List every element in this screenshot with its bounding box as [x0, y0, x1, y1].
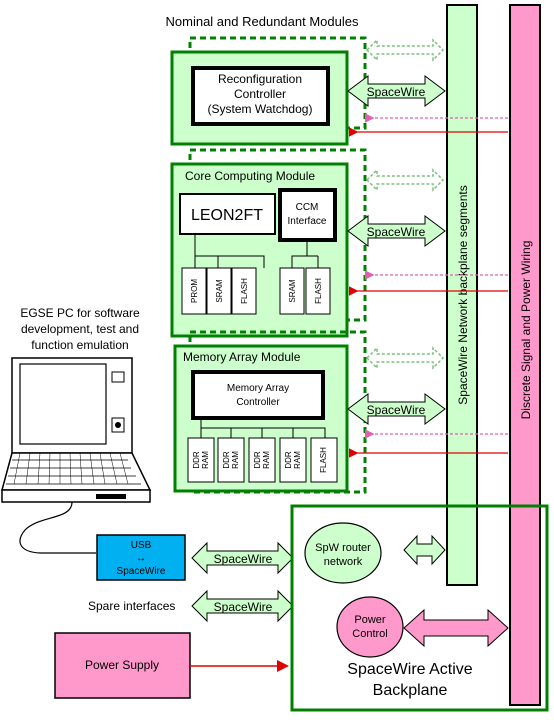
svg-text:SRAM: SRAM	[288, 279, 297, 302]
spacewire-link-core: SpaceWire	[347, 215, 446, 247]
memory-array-bus	[200, 418, 326, 438]
router-line-2: network	[324, 556, 363, 568]
core-memory-chip: SRAM	[206, 267, 232, 315]
memory-array-chip: DDR RAM	[279, 437, 307, 483]
memory-array-chip: DDR RAM	[217, 437, 245, 483]
core-right-memory-bus	[291, 240, 308, 268]
memory-array-chip: FLASH	[310, 437, 338, 483]
egse-line-1: EGSE PC for software	[20, 306, 140, 320]
core-left-memory-bus	[194, 234, 265, 268]
spacewire-bus	[446, 4, 478, 586]
router-bus-link	[403, 534, 446, 566]
laptop-icon	[1, 357, 152, 503]
reconfig-line-3: (System Watchdog)	[208, 102, 313, 116]
svg-text:RAM: RAM	[201, 451, 210, 469]
svg-text:SpaceWire: SpaceWire	[367, 403, 426, 417]
spacewire-active-backplane	[290, 504, 549, 712]
discrete-wiring-bus	[509, 4, 541, 706]
usb-spacewire-converter	[96, 534, 186, 581]
spacewire-bus-label: SpaceWire Network backplane segments	[456, 185, 470, 404]
cpu-label: LEON2FT	[191, 207, 263, 224]
egse-line-2: development, test and	[21, 322, 139, 336]
svg-text:SpaceWire: SpaceWire	[367, 225, 426, 239]
svg-text:SRAM: SRAM	[215, 279, 224, 302]
spacewire-link-usb: SpaceWire	[191, 541, 294, 575]
discrete-wiring-label: Discrete Signal and Power Wiring	[519, 241, 533, 420]
power-control	[336, 596, 404, 658]
svg-text:FLASH: FLASH	[319, 447, 328, 473]
router-line-1: SpW router	[315, 542, 371, 554]
diagram-title: Nominal and Redundant Modules	[166, 14, 359, 29]
power-supply-label: Power Supply	[85, 658, 159, 672]
discrete-signal-arrows	[348, 113, 508, 458]
svg-text:DDR: DDR	[284, 451, 293, 469]
core-memory-chip: SRAM	[279, 267, 305, 315]
svg-text:PROM: PROM	[190, 279, 199, 303]
memory-controller-line-1: Memory Array	[227, 383, 289, 394]
reconfig-line-2: Controller	[234, 87, 286, 101]
cpu-leon2ft	[179, 193, 276, 235]
svg-text:DDR: DDR	[253, 451, 262, 469]
svg-text:SpaceWire: SpaceWire	[214, 552, 273, 566]
memory-array-chip: DDR RAM	[248, 437, 276, 483]
usb-cable	[19, 501, 96, 554]
reconfig-line-1: Reconfiguration	[218, 72, 302, 86]
svg-text:SpaceWire: SpaceWire	[367, 85, 426, 99]
backplane-title-1: SpaceWire Active	[347, 661, 472, 678]
memory-controller-line-2: Controller	[236, 397, 280, 408]
svg-text:DDR: DDR	[192, 451, 201, 469]
power-control-line-1: Power	[354, 614, 386, 626]
ccm-line-1: CCM	[296, 202, 319, 213]
spacewire-link-spare: SpaceWire	[191, 589, 294, 623]
core-memory-chip: FLASH	[231, 267, 257, 315]
usb-line-3: SpaceWire	[117, 566, 166, 577]
svg-text:FLASH: FLASH	[314, 278, 323, 304]
ccm-line-2: Interface	[288, 216, 327, 227]
core-module-title: Core Computing Module	[185, 169, 315, 183]
usb-line-1: USB	[131, 540, 152, 551]
svg-text:SpaceWire: SpaceWire	[214, 600, 273, 614]
memory-array-chip: DDR RAM	[187, 437, 215, 483]
spacewire-link-memory: SpaceWire	[347, 393, 446, 425]
spare-interfaces-label: Spare interfaces	[88, 599, 175, 613]
ccm-interface	[278, 188, 337, 242]
svg-text:FLASH: FLASH	[240, 278, 249, 304]
svg-text:RAM: RAM	[293, 451, 302, 469]
reconfig-controller	[191, 66, 330, 126]
power-supply	[54, 632, 191, 699]
backplane-title-2: Backplane	[373, 682, 448, 699]
power-control-line-2: Control	[352, 628, 387, 640]
core-memory-chip: FLASH	[305, 267, 331, 315]
redundant-spacewire-link	[365, 38, 445, 370]
svg-text:RAM: RAM	[262, 451, 271, 469]
power-control-wiring-link	[403, 608, 509, 648]
spacewire-link-reconfig: SpaceWire	[347, 75, 446, 107]
svg-text:RAM: RAM	[231, 451, 240, 469]
memory-array-controller	[191, 370, 325, 420]
core-memory-chip: PROM	[181, 267, 207, 315]
usb-line-2: ↔	[136, 553, 146, 564]
memory-module-title: Memory Array Module	[183, 350, 301, 364]
svg-text:DDR: DDR	[222, 451, 231, 469]
egse-line-3: function emulation	[31, 338, 128, 352]
spw-router-network	[304, 522, 382, 584]
